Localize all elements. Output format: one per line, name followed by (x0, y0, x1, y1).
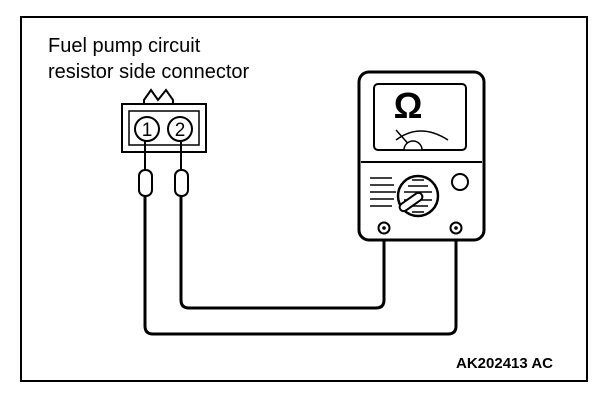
range-selector-knob-icon (396, 174, 440, 218)
test-lead-1 (143, 195, 458, 336)
meter-terminal-right-center (454, 226, 458, 230)
probe-tip-2 (174, 169, 189, 197)
ohmmeter: Ω (357, 70, 486, 242)
caption-line-2: resistor side connector (48, 61, 250, 83)
ohm-symbol: Ω (394, 85, 423, 126)
connector: 1 2 (121, 88, 207, 153)
probe-tip-1 (138, 169, 153, 197)
test-leads (143, 140, 458, 336)
diagram-frame (20, 16, 588, 382)
connector-pin-2-label: 2 (175, 120, 186, 141)
test-lead-2 (179, 195, 386, 310)
connector-pin-1-label: 1 (142, 120, 153, 141)
meter-scale-arc (395, 130, 449, 141)
range-scale-lines (370, 177, 396, 207)
connector-notch (143, 88, 174, 105)
caption-line-1: Fuel pump circuit (48, 35, 201, 57)
meter-terminal-left-center (382, 226, 386, 230)
connector-pin-1 (134, 116, 160, 142)
reference-code: AK202413 AC (456, 355, 553, 372)
meter-needle-pivot (403, 140, 423, 151)
zero-adjust-button-icon (451, 173, 469, 191)
